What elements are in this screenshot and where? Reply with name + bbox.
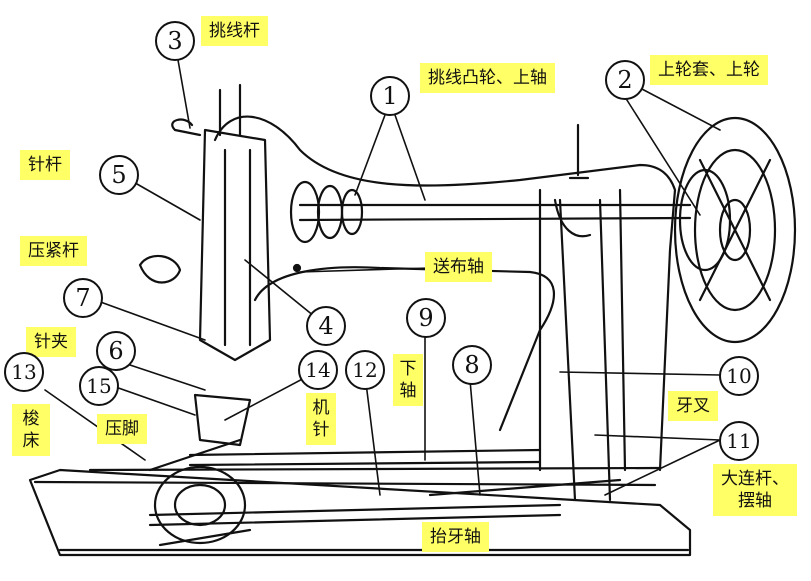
- leader-lines: [44, 59, 721, 496]
- part-number-11: 11: [719, 421, 759, 461]
- take-up-lever: [171, 118, 202, 137]
- oil-hole: [292, 263, 302, 273]
- part-number-10: 10: [719, 356, 759, 396]
- base-plate: [28, 468, 692, 557]
- label-upper-wheel-sleeve: 上轮套、上轮: [650, 55, 768, 85]
- part-number-15: 15: [79, 366, 119, 406]
- upper-shaft: [298, 203, 692, 222]
- label-thread-takeup-lever: 挑线杆: [201, 16, 268, 46]
- label-feed-lift-shaft: 抬牙轴: [422, 522, 489, 552]
- shuttle-assembly: [148, 438, 252, 547]
- label-lower-shaft: 下轴: [393, 354, 423, 406]
- part-number-1: 1: [370, 76, 410, 116]
- bed-line: [88, 466, 662, 472]
- spool-pin: [568, 123, 590, 180]
- part-number-6: 6: [96, 331, 136, 371]
- part-number-13: 13: [4, 352, 44, 392]
- take-up-cam: [289, 180, 364, 244]
- part-number-8: 8: [452, 345, 492, 385]
- label-presser-foot: 压脚: [97, 414, 147, 444]
- machine-arm: [213, 115, 677, 472]
- part-number-14: 14: [298, 350, 338, 390]
- label-presser-bar: 压紧杆: [20, 236, 87, 266]
- presser-foot: [193, 393, 252, 447]
- part-number-12: 12: [345, 350, 385, 390]
- machine-arm-lower: [253, 266, 555, 432]
- label-takeup-cam-upper-shaft: 挑线凸轮、上轴: [420, 63, 555, 93]
- label-feed-fork: 牙叉: [668, 391, 718, 421]
- label-machine-needle: 机针: [306, 393, 336, 445]
- part-number-2: 2: [605, 60, 645, 100]
- part-number-5: 5: [99, 155, 139, 195]
- machine-pillar: [538, 188, 627, 472]
- connecting-rod: [553, 198, 612, 502]
- part-number-7: 7: [63, 278, 103, 318]
- label-shuttle-bed: 梭床: [12, 404, 50, 456]
- part-number-3: 3: [155, 21, 195, 61]
- part-number-4: 4: [306, 306, 346, 346]
- label-needle-bar: 针杆: [20, 150, 70, 180]
- label-crank-rocker: 大连杆、摆轴: [713, 464, 797, 516]
- hand-wheel: [673, 116, 797, 344]
- rocker-rod: [428, 478, 622, 497]
- lower-shaft: [188, 448, 542, 467]
- label-needle-clamp: 针夹: [26, 327, 76, 357]
- part-number-9: 9: [406, 298, 446, 338]
- tension-assembly: [138, 254, 182, 284]
- machine-head: [198, 128, 272, 362]
- feed-lift-shaft: [148, 503, 562, 527]
- label-feed-shaft: 送布轴: [425, 252, 492, 282]
- needle-bar-rods: [218, 83, 252, 347]
